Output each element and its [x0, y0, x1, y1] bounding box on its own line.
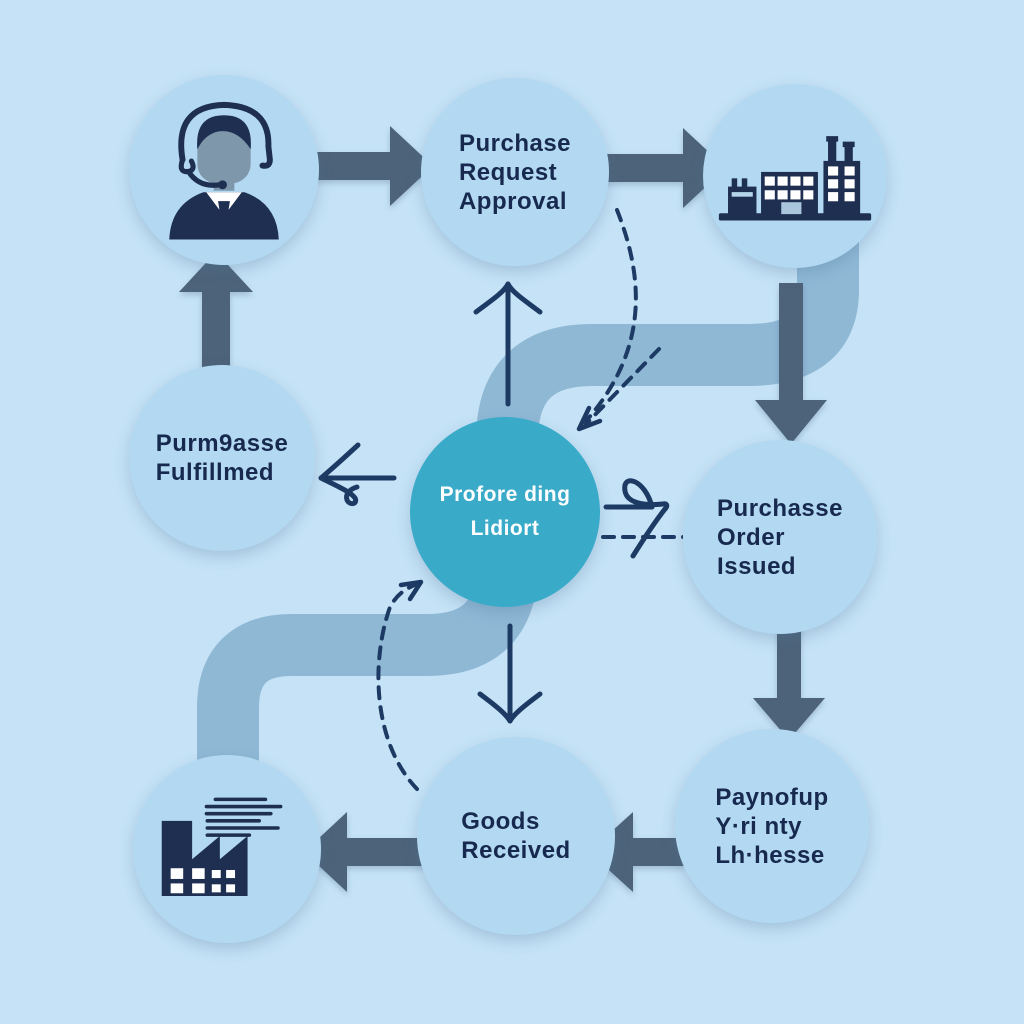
- label-line: Purchase: [458, 129, 572, 157]
- node-purchase-request-approval: Purchase Request Approval: [421, 78, 609, 266]
- label-line: Purchasse: [717, 494, 843, 522]
- node-label-purchase-request-approval: Purchase Request Approval: [459, 129, 571, 216]
- support-agent-icon: [169, 101, 279, 240]
- label-line: Goods: [461, 808, 540, 835]
- dashed-arrows: [376, 208, 688, 791]
- arrow-approval-to-supplier: [600, 128, 726, 208]
- node-purchase-order-issued: Purchasse Order Issued: [683, 440, 877, 634]
- label-line: Lh·hesse: [715, 841, 825, 869]
- node-label-goods-received: Goods Received: [461, 807, 570, 865]
- label-line: Lidiort: [470, 517, 540, 540]
- arrow-order-to-payment: [753, 612, 825, 740]
- arrow-requester-to-approval: [303, 126, 433, 206]
- node-payment-invoice: Paynofup Y·ri nty Lh·hesse: [675, 729, 869, 923]
- arrow-supplier-to-order: [755, 283, 827, 444]
- sketch-arrow-right-icon: [603, 478, 670, 559]
- label-line: Fulfillmed: [155, 459, 275, 486]
- label-line: Received: [461, 837, 571, 864]
- label-line: Approval: [458, 187, 567, 215]
- node-label-payment-invoice: Paynofup Y·ri nty Lh·hesse: [715, 783, 828, 870]
- sketch-arrow-left-icon: [318, 442, 397, 507]
- node-requester: [129, 75, 319, 265]
- node-label-purchase-order-issued: Purchasse Order Issued: [717, 494, 843, 581]
- node-receiving-factory: [133, 755, 321, 943]
- supplier-buildings-icon: [718, 135, 872, 221]
- dashed-arrowheads: [398, 405, 603, 602]
- node-sourcing-center: Profore ding Lidiort: [410, 417, 600, 607]
- sketch-arrow-up-icon: [473, 281, 543, 407]
- node-purchase-fulfilled: Purm9asse Fulfillmed: [129, 365, 315, 551]
- label-line: Purm9asse: [155, 430, 289, 457]
- node-supplier: [703, 84, 887, 268]
- node-goods-received: Goods Received: [417, 737, 615, 935]
- dashed-arrow-approval-to-center: [584, 208, 638, 423]
- dashed-line-upper-right: [584, 347, 661, 426]
- label-line: Profore ding: [439, 483, 571, 506]
- label-line: Issued: [717, 552, 797, 580]
- label-line: Order: [717, 523, 785, 551]
- arrow-fulfilled-to-requester: [179, 252, 253, 370]
- sketch-arrows: [318, 281, 670, 724]
- label-line: Y·ri nty: [715, 812, 803, 840]
- label-line: Request: [458, 158, 558, 186]
- factory-icon: [161, 797, 283, 896]
- label-line: Paynofup: [715, 783, 829, 811]
- node-label-purchase-fulfilled: Purm9asse Fulfillmed: [156, 429, 289, 487]
- node-label-sourcing-center: Profore ding Lidiort: [440, 478, 571, 546]
- arrow-goods-to-factory: [304, 812, 430, 892]
- sketch-arrow-down-icon: [477, 623, 543, 724]
- dashed-arrow-goods-to-center: [376, 582, 419, 791]
